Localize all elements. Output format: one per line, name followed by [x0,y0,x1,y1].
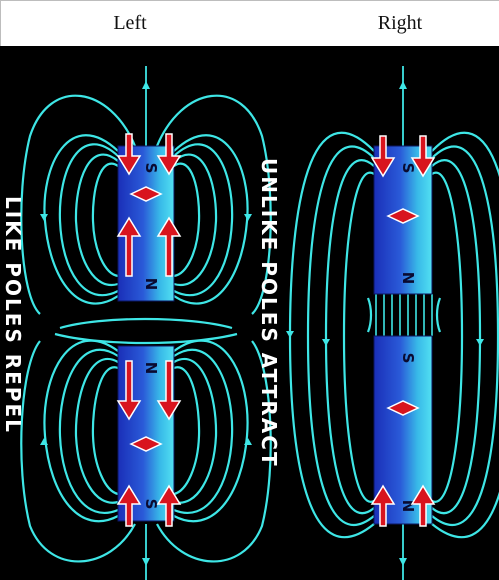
column-header-right: Right [330,12,470,35]
right-top-magnet-bottom-pole: N [399,272,417,285]
magnet-diagram: S N N S [0,46,499,580]
left-divider [0,0,1,46]
left-top-magnet-bottom-pole: N [142,278,160,291]
left-bottom-magnet-top-pole: N [142,362,160,375]
left-top-magnet-top-pole: S [142,163,160,174]
like-poles-repel-label: LIKE POLES REPEL [1,196,25,434]
magnet-diagram-panel: S N N S [0,46,499,580]
unlike-poles-attract-label: UNLIKE POLES ATTRACT [257,158,281,468]
right-top-magnet-top-pole: S [399,163,417,174]
column-header-left: Left [60,12,200,35]
right-bottom-magnet-top-pole: S [399,353,417,364]
top-divider [0,0,499,1]
header-row: Left Right [0,0,499,46]
